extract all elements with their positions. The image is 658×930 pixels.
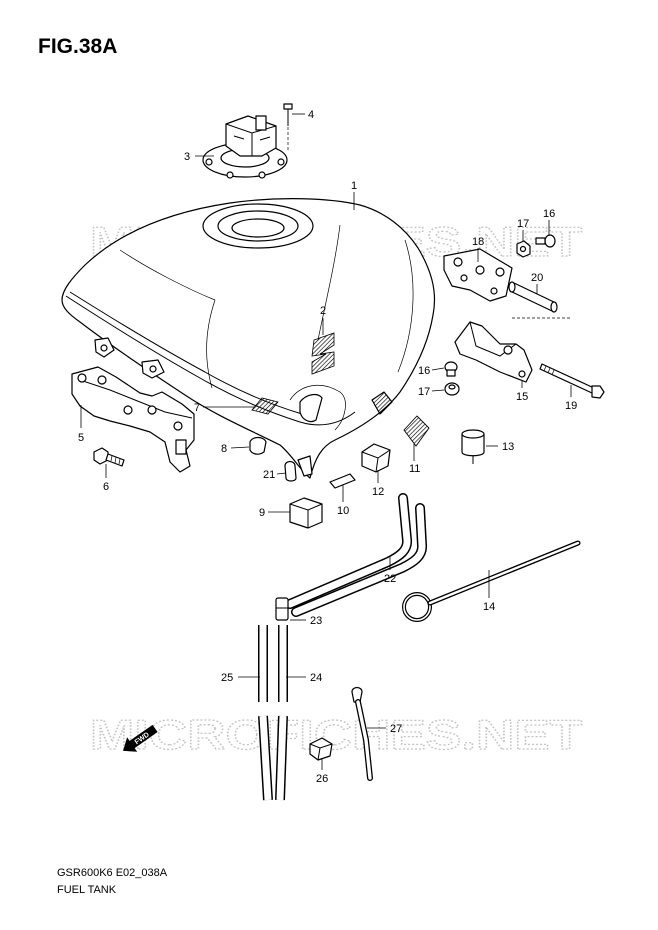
callout-15: 15 [516,391,528,403]
callout-11: 11 [409,463,420,475]
callout-6: 6 [103,481,109,493]
tank-prop-rod [402,540,581,622]
collar-rod [508,281,570,319]
callout-23: 23 [310,615,322,627]
callout-19: 19 [565,400,577,412]
tank-emblem [311,332,335,375]
fuel-cap [202,115,288,179]
callout-4: 4 [308,109,314,121]
callout-25: 25 [221,672,233,684]
rear-mount-plate [443,248,513,302]
callout-21: 21 [263,469,275,481]
drain-hose-24 [275,625,288,801]
callout-1: 1 [351,180,357,192]
callout-12: 12 [372,486,384,498]
model-code: GSR600K6 E02_038A [57,867,168,879]
callout-2: 2 [320,305,326,317]
bracket-bolt [93,447,125,467]
breather-hose [285,493,428,617]
callout-16-top: 16 [543,208,555,220]
callout-9: 9 [259,507,265,519]
cushion-box [289,497,323,529]
callout-13: 13 [502,441,514,453]
cushion-8 [249,436,267,455]
rear-bracket [454,321,533,383]
callout-14: 14 [483,601,495,613]
tank-front-bracket [71,366,195,473]
clip-21 [284,460,297,482]
hose-clamp-27 [351,686,373,781]
callout-26: 26 [316,773,328,785]
tank-pad [251,397,279,415]
cap-bolt [283,103,293,150]
callout-8: 8 [221,443,227,455]
figure-caption: FUEL TANK [57,884,117,896]
callout-3: 3 [184,151,190,163]
callout-22: 22 [384,573,396,585]
watermark-bottom: MICROFICHES.NET [90,711,582,758]
bolt-lower [444,361,458,377]
callout-10: 10 [337,505,349,517]
nut-top [516,240,531,258]
callout-5: 5 [78,432,84,444]
hose-connector [275,597,289,621]
cushion-block [361,443,391,473]
leader-lines [80,113,572,770]
cushion-cylinder [461,429,485,464]
callout-18: 18 [472,236,484,248]
bolt-top [535,234,556,248]
callout-20: 20 [531,272,543,284]
cushion-lower [444,382,460,396]
figure-title: FIG.38A [38,35,117,58]
callout-24: 24 [310,672,322,684]
callout-17-lower: 17 [418,386,430,398]
callout-17-top: 17 [517,218,529,230]
drain-hose-25 [258,625,273,801]
callout-7: 7 [194,402,200,414]
callout-27: 27 [390,723,402,735]
callout-16-lower: 16 [418,365,430,377]
fuel-tank [61,198,436,479]
cushion-strip [329,473,356,489]
callouts: 4 3 1 16 17 18 20 2 16 17 15 19 7 5 8 13… [78,109,577,785]
long-bolt [539,363,605,399]
hose-clip-26 [309,737,333,761]
side-pad [403,415,430,447]
